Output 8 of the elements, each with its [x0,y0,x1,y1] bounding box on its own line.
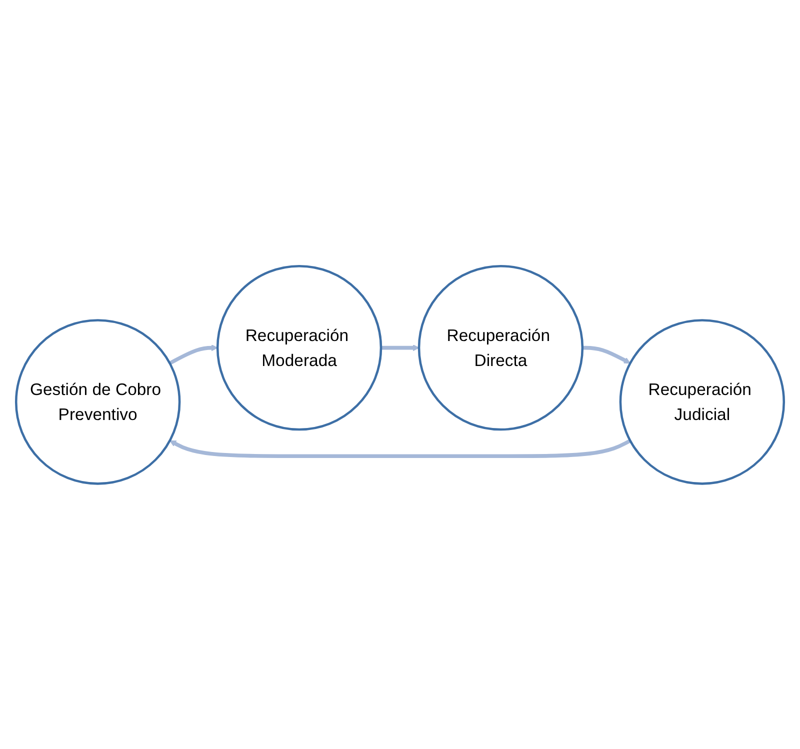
arrow [582,346,630,364]
node-circle: Recuperación Directa [418,264,584,430]
node-circle: Recuperación Judicial [619,318,786,484]
arrow [168,344,218,365]
arrow [170,438,632,458]
node-circle: Recuperación Moderada [216,264,382,430]
arrow [381,344,420,351]
node-circle: Gestión de Cobro Preventivo [14,318,181,484]
